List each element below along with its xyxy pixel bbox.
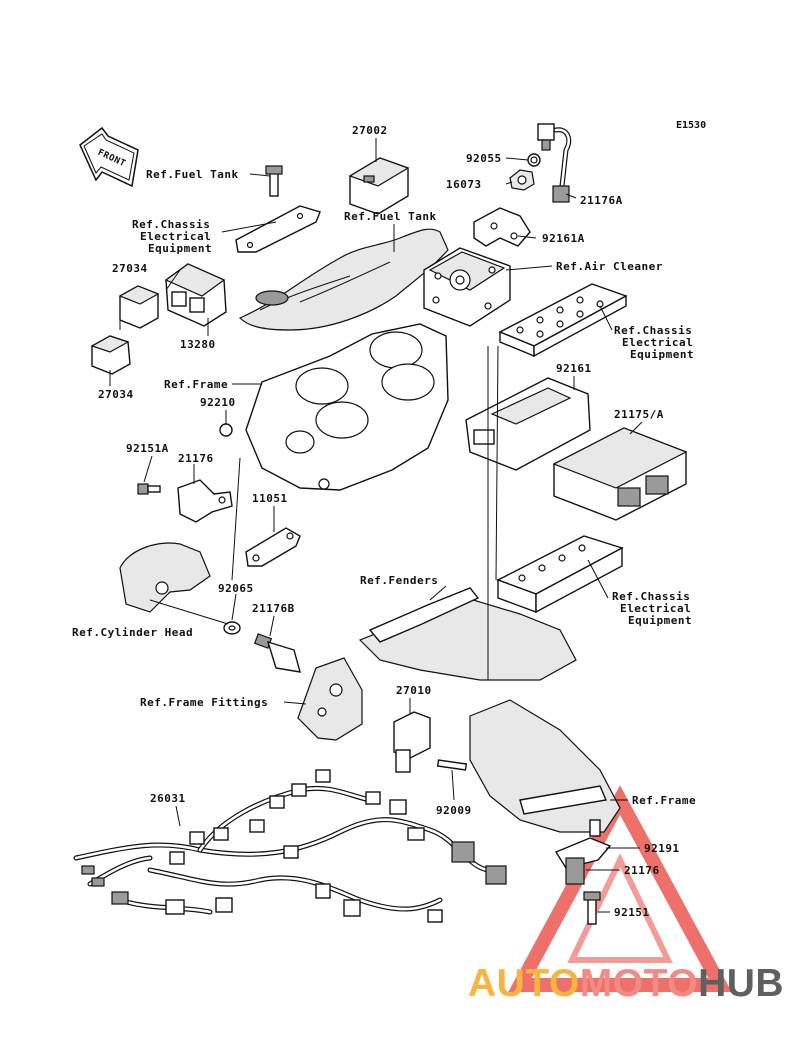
label-ref-chassis-3-line3: Equipment <box>628 614 692 627</box>
label-ref-frame-fittings: Ref.Frame Fittings <box>140 696 268 709</box>
label-21176B: 21176B <box>252 602 295 615</box>
label-92009: 92009 <box>436 804 472 817</box>
relay-27010 <box>393 711 431 773</box>
watermark-text-2: MOTO <box>579 962 699 1005</box>
label-92065: 92065 <box>218 582 254 595</box>
label-27002: 27002 <box>352 124 388 137</box>
label-ref-chassis-1-line3: Equipment <box>148 242 212 255</box>
label-92191: 92191 <box>644 842 680 855</box>
diagram-code: E1530 <box>676 120 707 131</box>
label-27034-a: 27034 <box>112 262 148 275</box>
relay-27034-b <box>90 335 131 375</box>
part-labels: 27002 Ref.Fuel Tank Ref.Chassis Electric… <box>72 124 696 919</box>
sensor-21176-cam <box>177 479 233 523</box>
label-21176: 21176 <box>178 452 214 465</box>
label-26031: 26031 <box>150 792 186 805</box>
label-92151A: 92151A <box>126 442 169 455</box>
sensor-21176B <box>253 633 301 673</box>
label-ref-air-cleaner: Ref.Air Cleaner <box>556 260 663 273</box>
label-ref-chassis-1-line1: Ref.Chassis <box>132 218 210 231</box>
frame-cowl <box>245 323 449 491</box>
watermark-logo: AUTOMOTOHUB <box>468 962 784 1006</box>
bolt-92151 <box>583 891 601 925</box>
bolt-upper-crank <box>589 819 601 837</box>
sensor-21176A <box>537 123 572 203</box>
label-27034-b: 27034 <box>98 388 134 401</box>
relay-27034-a <box>118 285 160 329</box>
label-11051: 11051 <box>252 492 288 505</box>
label-ref-cylinder-head: Ref.Cylinder Head <box>72 626 193 639</box>
label-92151: 92151 <box>614 906 650 919</box>
label-ref-fuel-tank-1: Ref.Fuel Tank <box>146 168 239 181</box>
bolt-27002 <box>269 171 279 197</box>
label-92161A: 92161A <box>542 232 585 245</box>
grommet-92210 <box>219 423 233 437</box>
rear-fender <box>358 587 577 681</box>
label-21175A: 21175/A <box>614 408 664 421</box>
label-13280: 13280 <box>180 338 216 351</box>
label-ref-chassis-1-line2: Electrical <box>140 230 211 243</box>
nut-16073 <box>509 169 535 191</box>
bracket-11051 <box>245 527 301 567</box>
label-ref-fenders: Ref.Fenders <box>360 574 438 587</box>
relay-27002 <box>348 157 410 215</box>
leader-lines <box>109 138 643 913</box>
label-16073: 16073 <box>446 178 482 191</box>
ecu-21175 <box>552 427 688 521</box>
frame-fittings-bracket <box>297 657 363 741</box>
label-27010: 27010 <box>396 684 432 697</box>
rear-frame <box>469 699 621 833</box>
connector-holder-13280 <box>164 263 227 327</box>
front-arrow-icon: FRONT <box>79 126 139 188</box>
watermark-text-3: HUB <box>698 962 785 1005</box>
label-92055: 92055 <box>466 152 502 165</box>
bolt-92009 <box>436 759 468 771</box>
bracket-92161A <box>473 207 531 247</box>
fuel-pump-mount <box>255 290 289 306</box>
label-92161: 92161 <box>556 362 592 375</box>
label-ref-chassis-3-line2: Electrical <box>620 602 691 615</box>
bolt-92151A <box>137 483 161 495</box>
label-92210: 92210 <box>200 396 236 409</box>
label-ref-chassis-3-line1: Ref.Chassis <box>612 590 690 603</box>
wiring-harness-26031 <box>73 769 507 923</box>
electrical-tray-lower <box>496 535 624 614</box>
label-ref-fuel-tank-2: Ref.Fuel Tank <box>344 210 437 223</box>
label-ref-chassis-2-line2: Electrical <box>622 336 693 349</box>
label-21176A: 21176A <box>580 194 623 207</box>
label-ref-frame-2: Ref.Frame <box>632 794 696 807</box>
cylinder-head <box>119 542 211 613</box>
sensor-21176-crank <box>565 857 585 885</box>
label-ref-chassis-2-line3: Equipment <box>630 348 694 361</box>
label-ref-frame-1: Ref.Frame <box>164 378 228 391</box>
label-21176-crank: 21176 <box>624 864 660 877</box>
watermark-text-1: AUTO <box>468 962 580 1005</box>
fuel-tank <box>238 228 449 331</box>
label-ref-chassis-2-line1: Ref.Chassis <box>614 324 692 337</box>
air-cleaner-base <box>423 247 511 327</box>
